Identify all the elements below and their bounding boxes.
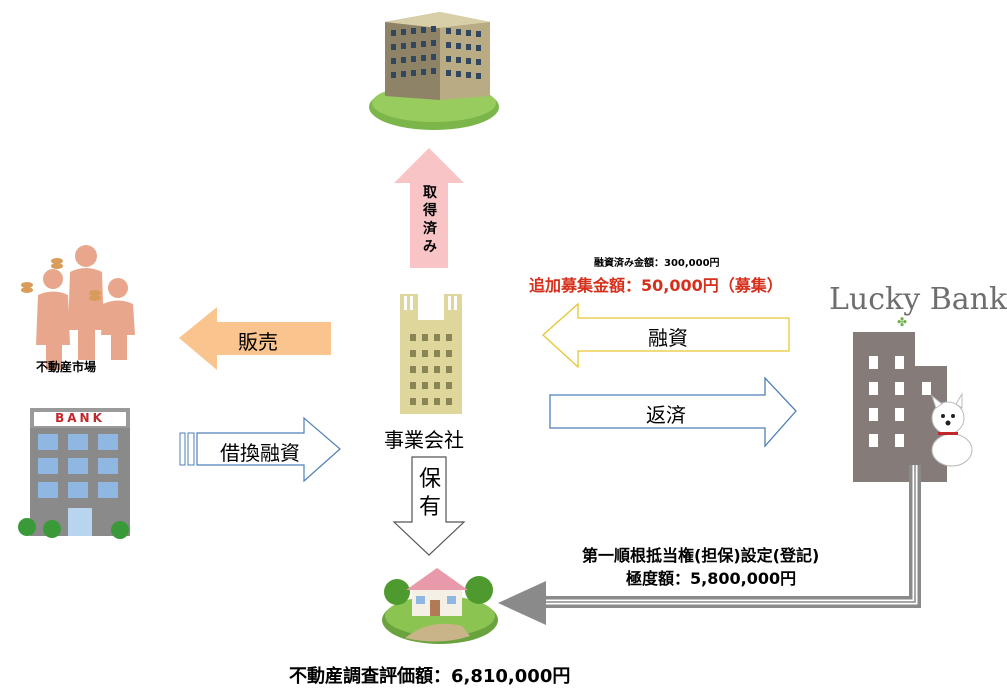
mortgage-line1: 第一順根抵当権(担保)設定(登記) (582, 546, 820, 565)
svg-text:✤: ✤ (897, 315, 907, 329)
acquired-label: 取得済み (423, 185, 437, 255)
company-label: 事業会社 (384, 428, 464, 452)
funded-amount: 融資済み金額：300,000円 (594, 258, 720, 269)
logo-lucky: Lucky (829, 282, 921, 317)
bank-sign: BANK (55, 411, 105, 425)
logo-bank: Bank (929, 282, 1007, 317)
refinance-label: 借換融資 (220, 441, 300, 465)
mortgage-line2: 極度額：5,800,000円 (626, 569, 797, 588)
loan-label: 融資 (648, 326, 688, 350)
market-label: 不動産市場 (36, 360, 97, 374)
lucky-bank-logo: Lucky Bank (829, 282, 1007, 317)
hold-label: 保有 (419, 467, 442, 520)
sell-label: 販売 (238, 330, 278, 354)
repay-label: 返済 (646, 403, 686, 427)
appraisal-value: 不動産調査評価額：6,810,000円 (289, 666, 571, 687)
additional-amount: 追加募集金額：50,000円（募集） (529, 276, 783, 295)
